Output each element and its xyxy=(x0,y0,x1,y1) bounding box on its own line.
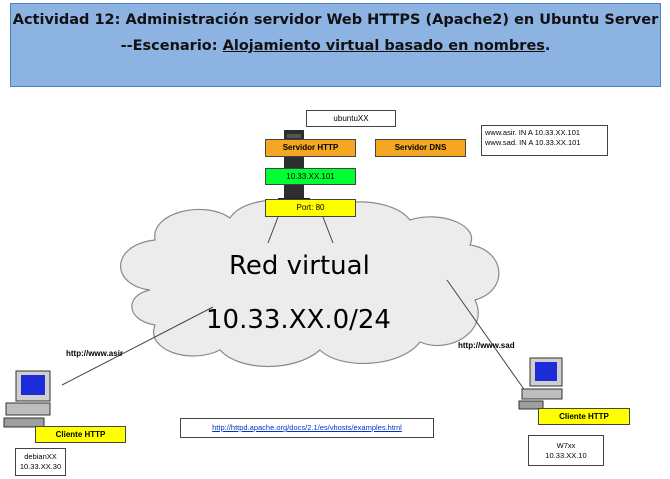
scenario-prefix: --Escenario: xyxy=(120,38,223,54)
server-ip-box: 10.33.XX.101 xyxy=(265,168,356,185)
desktop-computer-icon-left xyxy=(3,370,51,428)
left-client-label: Cliente HTTP xyxy=(35,426,126,443)
dns-record: www.sad. IN A 10.33.XX.101 xyxy=(485,138,581,147)
right-client-info: W7xx 10.33.XX.10 xyxy=(528,435,604,466)
left-client-link xyxy=(61,306,214,386)
title-line-1: Actividad 12: Administración servidor We… xyxy=(12,12,659,28)
right-client-label: Cliente HTTP xyxy=(538,408,630,425)
right-client-hostname: W7xx xyxy=(556,441,576,450)
right-client-ip: 10.33.XX.10 xyxy=(545,451,587,460)
right-client-link xyxy=(446,279,529,396)
left-client-info: debianXX 10.33.XX.30 xyxy=(15,448,66,476)
server-link-right xyxy=(322,216,334,244)
desktop-computer-icon-right xyxy=(518,357,563,410)
left-client-url: http://www.asir xyxy=(66,349,124,358)
server-link-left xyxy=(267,216,279,244)
scenario-suffix: . xyxy=(544,38,551,54)
title-line-2: --Escenario: Alojamiento virtual basado … xyxy=(11,38,660,54)
left-client-hostname: debianXX xyxy=(24,452,57,461)
network-name: Red virtual xyxy=(229,251,370,281)
http-service-box: Servidor HTTP xyxy=(265,139,356,157)
dns-service-box: Servidor DNS xyxy=(375,139,466,157)
server-port-box: Port: 80 xyxy=(265,199,356,217)
right-client-url: http://www.sad xyxy=(458,341,515,350)
left-client-ip: 10.33.XX.30 xyxy=(19,462,62,471)
title-banner: Actividad 12: Administración servidor We… xyxy=(10,3,661,87)
scenario-name: Alojamiento virtual basado en nombres xyxy=(222,38,545,54)
dns-records-box: www.asir. IN A 10.33.XX.101 www.sad. IN … xyxy=(481,125,608,156)
dns-record: www.asir. IN A 10.33.XX.101 xyxy=(485,128,581,137)
reference-link-box: http://httpd.apache.org/docs/2.1/es/vhos… xyxy=(180,418,434,438)
server-hostname-box: ubuntuXX xyxy=(306,110,396,127)
network-subnet: 10.33.XX.0/24 xyxy=(206,305,391,335)
reference-link[interactable]: http://httpd.apache.org/docs/2.1/es/vhos… xyxy=(212,423,402,432)
network-cloud xyxy=(120,199,500,367)
